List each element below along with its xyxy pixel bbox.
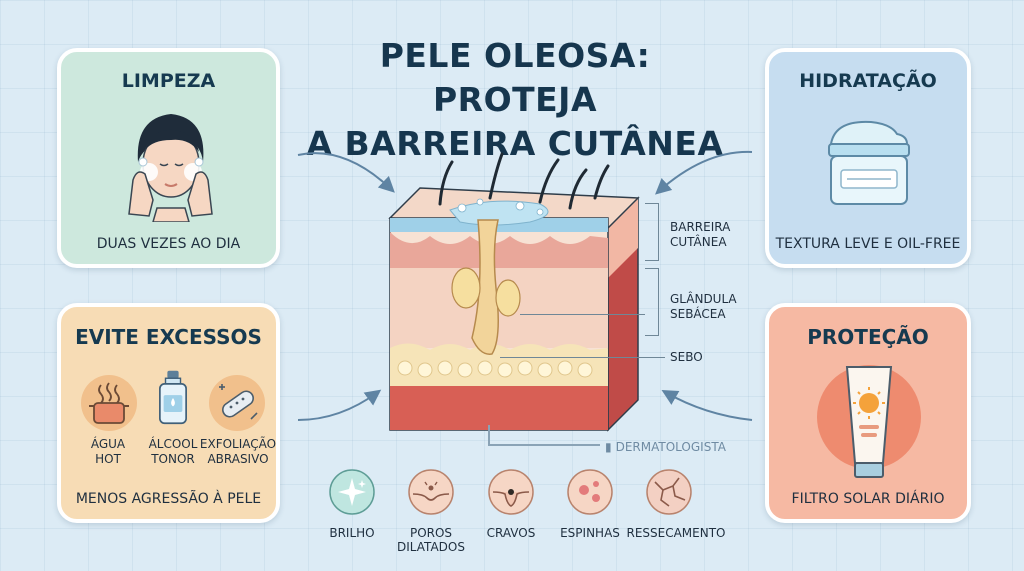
title-line-2: A BARREIRA CUTÂNEA — [306, 124, 724, 163]
glandula-bracket — [645, 268, 659, 336]
blackhead-icon — [488, 469, 534, 515]
card-limpeza-heading: LIMPEZA — [121, 70, 216, 92]
cream-jar-icon — [828, 120, 910, 205]
watermark-rule — [488, 425, 490, 445]
skin-cross-section-illustration — [388, 152, 640, 432]
evite-item-agua: ÁGUA HOT — [90, 437, 126, 466]
pore-icon — [408, 469, 454, 515]
title-line-1: PELE OLEOSA: PROTEJA — [379, 36, 651, 119]
label-barreira-cutanea: BARREIRA CUTÂNEA — [670, 220, 731, 249]
card-hidratacao-caption: TEXTURA LEVE E OIL-FREE — [775, 236, 961, 252]
problem-label-espinhas: ESPINHAS — [560, 526, 620, 540]
problem-label-brilho: BRILHO — [329, 526, 375, 540]
problem-label-poros: POROS DILATADOS — [397, 526, 465, 554]
arrow-protecao — [661, 390, 753, 421]
arrow-hidratacao — [655, 150, 753, 195]
card-evite-heading: EVITE EXCESSOS — [75, 325, 262, 349]
dry-crack-icon — [646, 469, 692, 515]
label-sebo: SEBO — [670, 350, 703, 364]
card-hidratacao: HIDRATAÇÃO TEXTURA LEVE E OIL-FREE — [765, 48, 971, 268]
problem-label-ressecamento: RESSECAMENTO — [626, 526, 726, 540]
evite-item-alcool: ÁLCOOL TONOR — [148, 437, 198, 466]
card-evite-caption: MENOS AGRESSÃO À PELE — [75, 491, 262, 507]
card-evite-excessos: EVITE EXCESSOS ÁGUA HOT ÁLCOOL TONOR EXF… — [57, 303, 280, 523]
sunscreen-tube-icon — [817, 365, 921, 478]
problem-label-cravos: CRAVOS — [486, 526, 536, 540]
alcohol-bottle-icon — [159, 370, 187, 425]
face-washing-icon — [128, 114, 213, 222]
watermark: ▮ DERMATOLOGISTA — [605, 440, 726, 454]
card-limpeza-caption: DUAS VEZES AO DIA — [96, 236, 241, 252]
pimple-icon — [567, 469, 613, 515]
card-protecao-caption: FILTRO SOLAR DIÁRIO — [791, 491, 945, 507]
evite-item-exfoliacao: EXFOLIAÇÃO ABRASIVO — [199, 437, 277, 466]
arrow-evite — [297, 389, 382, 421]
sparkle-icon — [329, 469, 375, 515]
exfoliation-icon — [209, 375, 265, 431]
watermark-rule-horizontal — [488, 444, 600, 446]
page-title: PELE OLEOSA: PROTEJA A BARREIRA CUTÂNEA — [300, 34, 730, 166]
arrow-limpeza — [297, 152, 395, 193]
card-limpeza: LIMPEZA DUAS VEZES AO DIA — [57, 48, 280, 268]
card-protecao-heading: PROTEÇÃO — [807, 325, 929, 349]
bookmark-icon: ▮ — [605, 440, 612, 454]
label-glandula-sebacea: GLÂNDULA SEBÁCEA — [670, 292, 737, 321]
card-protecao: PROTEÇÃO FILTRO SOLAR DIÁRIO — [765, 303, 971, 523]
glandula-leader-line — [520, 314, 645, 315]
sebo-leader-line — [500, 357, 665, 358]
barreira-bracket — [645, 203, 659, 261]
card-hidratacao-heading: HIDRATAÇÃO — [799, 70, 937, 92]
hot-water-pot-icon — [81, 375, 137, 431]
